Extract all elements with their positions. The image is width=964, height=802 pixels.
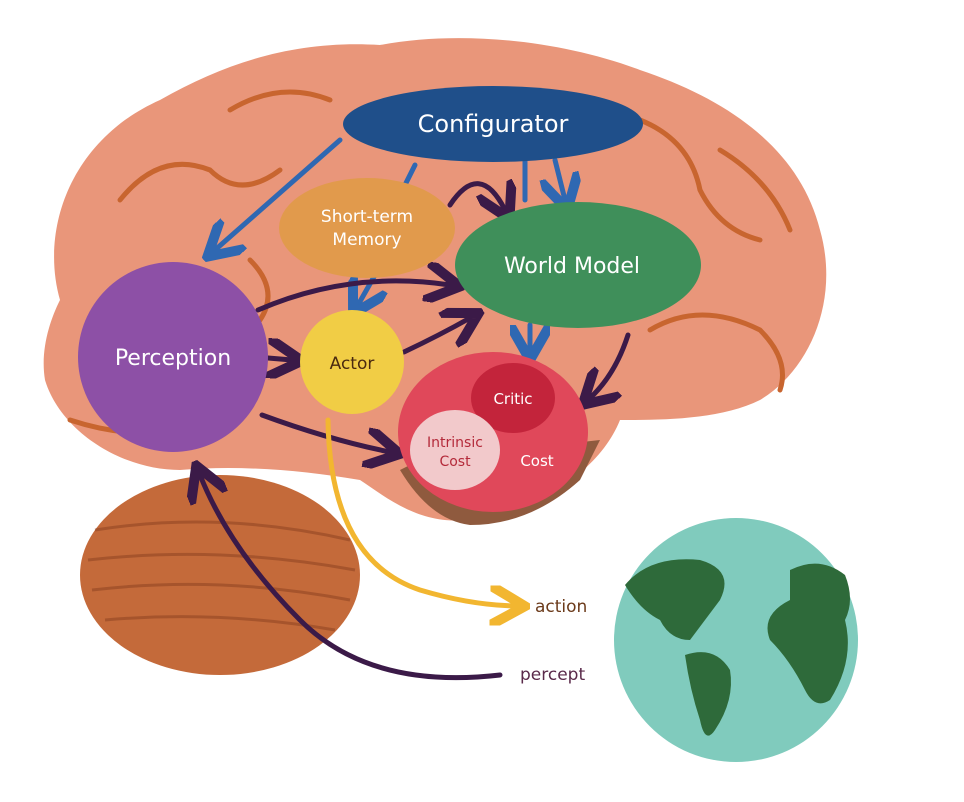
arrow-actor-to-world-model	[401, 318, 470, 355]
node-world-model: World Model	[455, 202, 701, 328]
arrow-configurator-to-world-model	[555, 157, 565, 200]
arrow-perception-to-actor	[268, 358, 292, 360]
configurator-label: Configurator	[418, 110, 569, 138]
node-configurator: Configurator	[343, 86, 643, 162]
node-cost: Critic Intrinsic Cost Cost	[398, 352, 588, 512]
continent-europe-africa	[767, 563, 850, 704]
node-perception: Perception	[78, 262, 268, 452]
arrow-configurator-to-perception	[215, 137, 343, 250]
arrow-memory-world-model-bidirectional	[447, 184, 505, 210]
intrinsic-cost-label-line1: Intrinsic	[427, 435, 483, 451]
arrows	[200, 137, 631, 681]
brain-folds	[67, 89, 793, 436]
action-label: action	[535, 597, 587, 617]
arrow-world-model-to-cost-side	[590, 332, 631, 398]
cerebellum	[80, 475, 360, 675]
continent-south-america	[685, 652, 731, 736]
earth-globe-icon	[614, 518, 858, 762]
memory-label-line1: Short-term	[321, 207, 413, 227]
world-model-label: World Model	[504, 254, 640, 279]
arrow-configurator-to-memory	[402, 162, 418, 188]
node-actor: Actor	[300, 310, 404, 414]
critic-label: Critic	[493, 390, 532, 408]
arrow-percept	[200, 475, 503, 681]
memory-label-line2: Memory	[332, 230, 401, 250]
continent-north-america	[625, 559, 725, 640]
node-intrinsic-cost	[410, 410, 500, 490]
arrow-perception-to-world-model	[255, 281, 450, 313]
node-short-term-memory: Short-term Memory	[279, 178, 455, 278]
actor-label: Actor	[330, 354, 375, 374]
cost-label: Cost	[520, 452, 553, 470]
node-critic	[471, 363, 555, 433]
intrinsic-cost-label-line2: Cost	[439, 454, 471, 470]
percept-label: percept	[520, 665, 585, 685]
perception-label: Perception	[115, 346, 231, 371]
arrow-action	[325, 417, 515, 606]
